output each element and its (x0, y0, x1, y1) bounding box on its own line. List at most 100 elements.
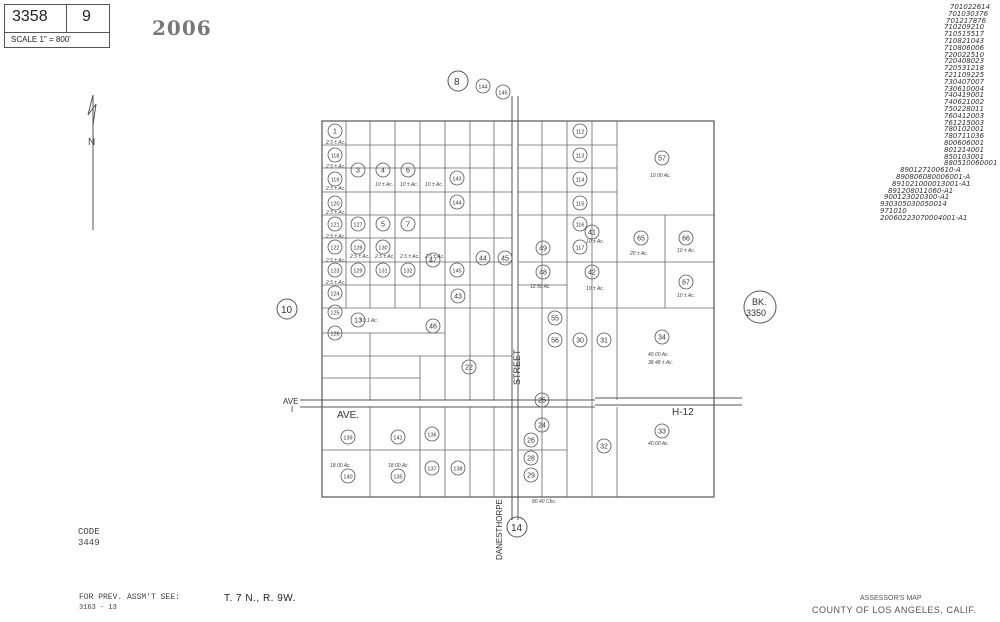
acreage-note: 2.5 ± Ac. (399, 254, 420, 260)
parcel-number-circle (449, 262, 465, 278)
parcel-number: 3 (356, 168, 360, 175)
parcel-number-circle (350, 262, 366, 278)
change-log-entry: 780102001 (944, 125, 985, 134)
parcel-number-circle (375, 262, 391, 278)
code-label: CODE (78, 527, 100, 537)
change-log-entry: 720408023 (944, 57, 985, 66)
parcel-number: 125 (330, 311, 339, 317)
street-vertical-label: STREET (512, 349, 522, 385)
parcel-number: 1 (333, 129, 337, 136)
parcel-number-circle (572, 195, 588, 211)
acreage-note: 2.5 ± Ac. (325, 234, 346, 240)
acreage-note: 12.50 Ac. (530, 284, 551, 290)
acreage-note: 18.00 Ac. (330, 463, 351, 469)
acreage-note: 20 ± Ac. (629, 251, 648, 257)
acreage-note: 38.48 ± Ac. (648, 360, 673, 366)
adjacent-top: 8 (454, 77, 460, 88)
scale-label: SCALE 1" = 800' (11, 35, 71, 44)
acreage-notes: 2.5 ± Ac. 2.5 ± Ac. 2.5 ± Ac. 2.5 ± Ac. 2.5 … (325, 140, 695, 505)
parcel-number: 7 (406, 222, 410, 229)
parcel-number: 119 (331, 178, 340, 184)
parcel-number-circle (449, 194, 465, 210)
parcel-number-circle (400, 162, 416, 178)
change-log-entry: 761215003 (944, 118, 985, 127)
parcel-number-circle (449, 170, 465, 186)
parcel-number: 145 (452, 269, 461, 275)
parcel-number-circle (678, 274, 694, 290)
parcel-number-circle (375, 162, 391, 178)
parcel-number: 135 (393, 475, 402, 481)
parcel-number-circle (390, 468, 406, 484)
change-log-entry: 710515517 (944, 30, 985, 39)
acreage-note: 2.5 ± Ac. (325, 140, 346, 146)
parcel-number: 13 (354, 318, 362, 325)
parcel-number-circle (596, 438, 612, 454)
change-log-entry: 800606001 (944, 139, 985, 147)
acreage-note: 2.5 ± Ac. (374, 254, 395, 260)
parcel-number: 57 (658, 156, 666, 163)
parcel-number-circle (523, 467, 539, 483)
parcel-number: 26 (527, 438, 535, 445)
change-log-entry: 740419001 (944, 91, 985, 100)
parcel-number-circle (400, 216, 416, 232)
parcel-number-circle (534, 417, 550, 433)
parcel-number-circle (497, 250, 513, 266)
parcel-number-circle (596, 332, 612, 348)
street-danesthorpe: DANESTHORPE (495, 499, 504, 560)
parcel-number: 48 (539, 270, 547, 277)
page-number: 9 (82, 8, 91, 25)
parcel-number: 128 (353, 246, 362, 252)
parcel-lines (322, 121, 714, 497)
change-log-entry: 20060223070004001-A1 (880, 213, 968, 222)
parcel-number: 114 (576, 178, 585, 184)
parcel-number-circle (327, 216, 343, 232)
parcel-number-circle (425, 318, 441, 334)
acreage-note: 10 ± Ac. (677, 248, 695, 254)
parcel-number-circle (475, 250, 491, 266)
acreage-note: 40.00 Ac. (648, 441, 669, 447)
header-box (4, 4, 110, 48)
parcel-number: 66 (682, 236, 690, 243)
acreage-note: 18.00 Ac. (388, 463, 409, 469)
parcel-number: 67 (682, 280, 690, 287)
parcel-number-circle (340, 468, 356, 484)
parcel-number: 24 (538, 423, 546, 430)
change-log-entry: 801214001 (944, 145, 985, 154)
parcel-number-circle (572, 147, 588, 163)
parcel-number: 43 (454, 294, 462, 301)
street-ave-num: I (291, 405, 293, 414)
parcel-number: 65 (637, 236, 645, 243)
adjacent-bottom: 14 (511, 523, 523, 534)
street-h12-label: H-12 (672, 407, 694, 418)
parcel-number-circle (327, 325, 343, 341)
prev-assmt-label: FOR PREV. ASSM'T SEE: (79, 593, 180, 602)
parcel-number: 44 (479, 256, 487, 263)
change-log-entry: 880510060001 (944, 159, 998, 168)
parcel-number: 113 (576, 154, 585, 160)
township-label: T. 7 N., R. 9W. (224, 593, 296, 604)
parcel-number-circle (547, 310, 563, 326)
parcel-number: 30 (576, 338, 584, 345)
parcel-number-circle (327, 304, 343, 320)
parcel-number-circle (390, 429, 406, 445)
parcel-number-circle (535, 264, 551, 280)
parcel-number: 118 (331, 154, 340, 160)
parcel-number-circle (572, 171, 588, 187)
parcel-number-circle (535, 240, 551, 256)
parcel-number-circle (350, 239, 366, 255)
parcel-number: 5 (381, 222, 385, 229)
parcel-number: 28 (527, 456, 535, 463)
parcel-number-circle (375, 216, 391, 232)
parcel-number: 144 (478, 85, 487, 91)
parcel-number: 55 (551, 316, 559, 323)
acreage-note: 10 ± Ac. (586, 286, 604, 292)
change-log-entry: 701217876 (946, 16, 987, 25)
parcel-number: 115 (576, 202, 585, 208)
parcel-number: 56 (551, 338, 559, 345)
acreage-note: 10 ± Ac. (375, 182, 393, 188)
acreage-note: 2.5 ± Ac. (349, 254, 370, 260)
change-log-entry: 900123020300-A1 (884, 193, 950, 202)
change-log-entry: 890806080006001-A (896, 173, 971, 181)
